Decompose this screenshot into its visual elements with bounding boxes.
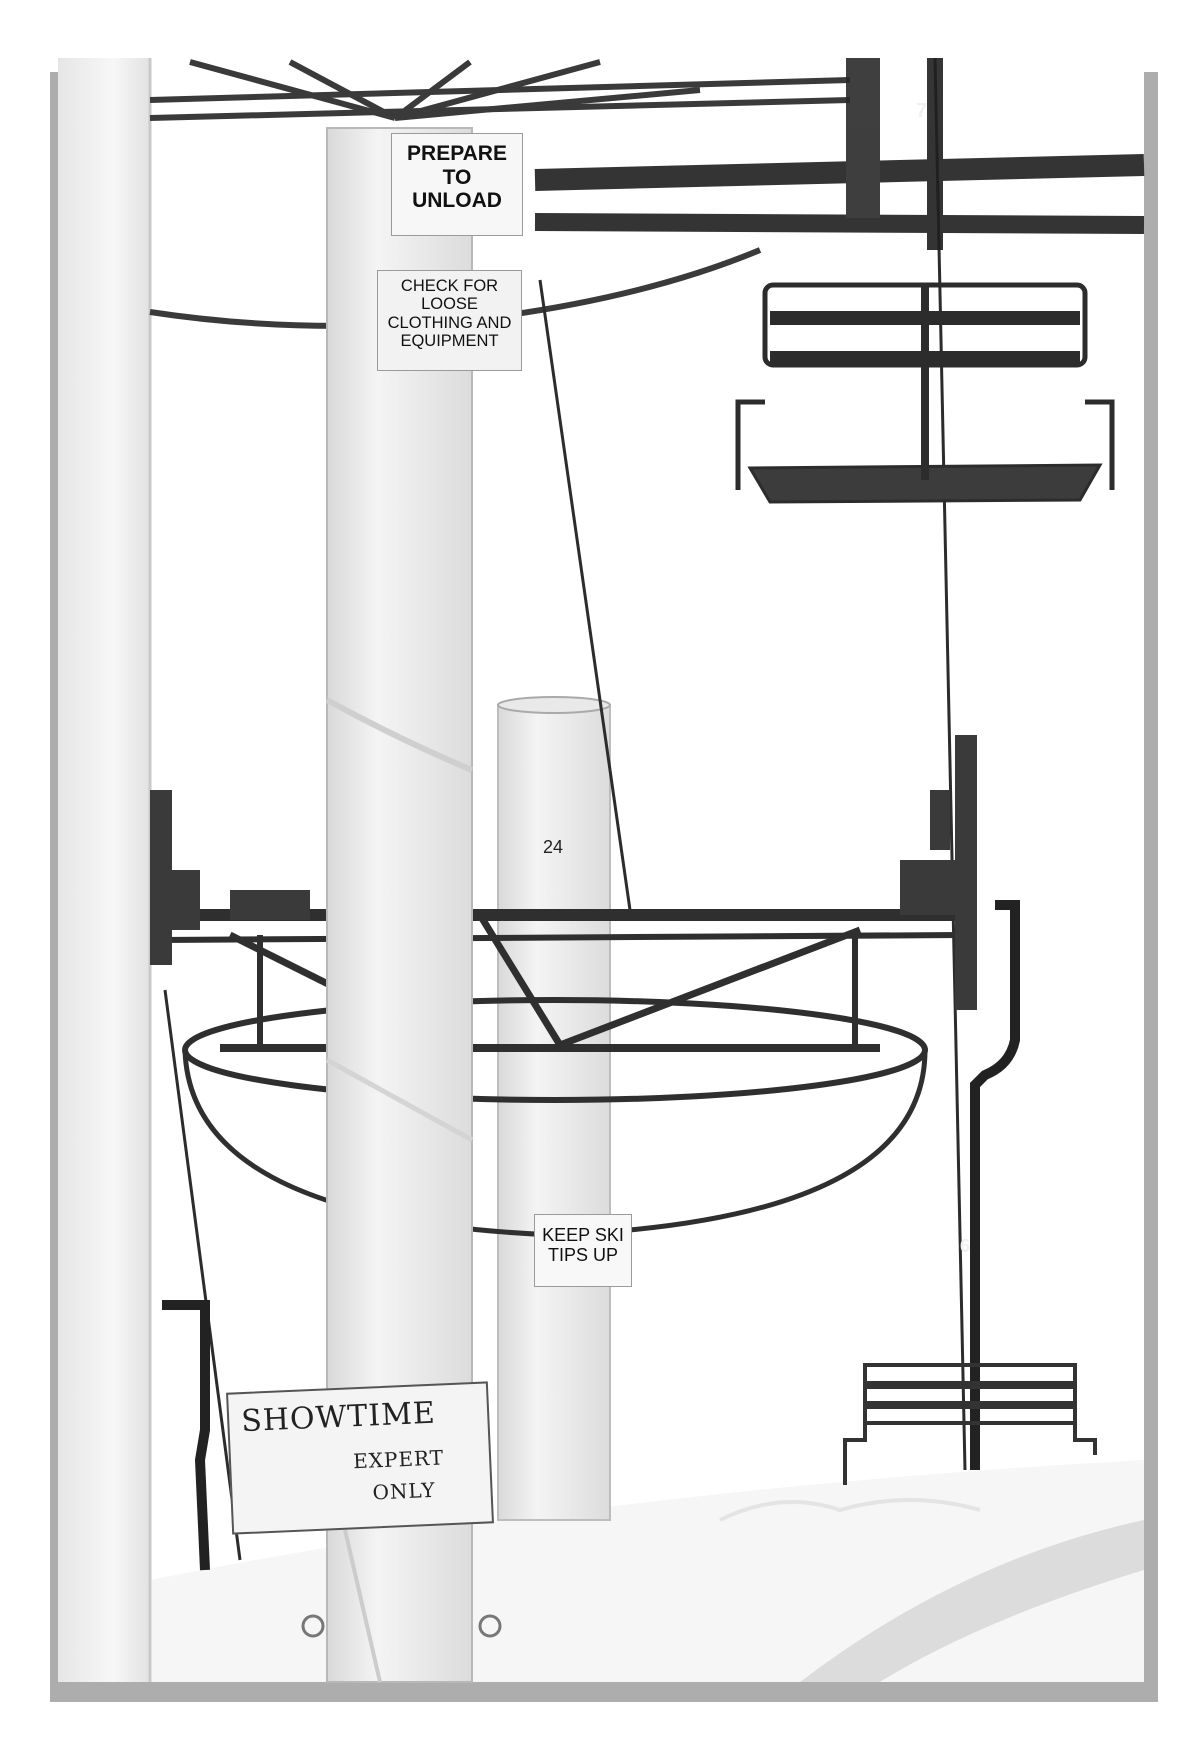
chair-lower [843,1363,1097,1485]
showtime-title: SHOWTIME [240,1395,437,1440]
keep-ski-line-2: TIPS UP [547,1245,618,1266]
prepare-line-2: TO [442,165,472,189]
chair-number-right: 6 [960,1236,971,1256]
prepare-line-1: PREPARE [407,142,507,165]
prepare-line-3: UNLOAD [412,189,502,213]
prepare-to-unload-sign: PREPARE TO UNLOAD [391,133,523,236]
keep-ski-line-1: KEEP SKI [542,1225,624,1245]
chair-number-top: 7 [916,100,928,122]
check-line-1: CHECK FOR [400,277,499,295]
left-pole [58,58,150,1682]
keep-ski-tips-up-sign: KEEP SKI TIPS UP [534,1214,632,1287]
rear-tower [497,704,611,1521]
showtime-only: ONLY [371,1477,437,1505]
haul-cables [163,57,967,1561]
check-line-4: EQUIPMENT [400,332,499,351]
check-line-2: LOOSE [421,295,478,314]
top-canopy-frame [149,59,851,329]
showtime-trail-sign: SHOWTIME EXPERT ONLY [226,1381,494,1535]
sheave-wheels [150,735,977,1010]
check-for-loose-clothing-sign: CHECK FOR LOOSE CLOTHING AND EQUIPMENT [377,270,522,371]
showtime-expert: EXPERT [352,1445,445,1474]
snow-track-shadow [800,1520,1144,1682]
tower-number: 24 [543,837,564,857]
left-hanger [162,1300,210,1571]
chair-upper [735,282,1115,504]
snow-shadow-branches [719,1498,981,1522]
chair-hanger [970,900,1020,1470]
blurred-chair-bar [534,58,1145,250]
check-line-3: CLOTHING AND [387,313,512,332]
